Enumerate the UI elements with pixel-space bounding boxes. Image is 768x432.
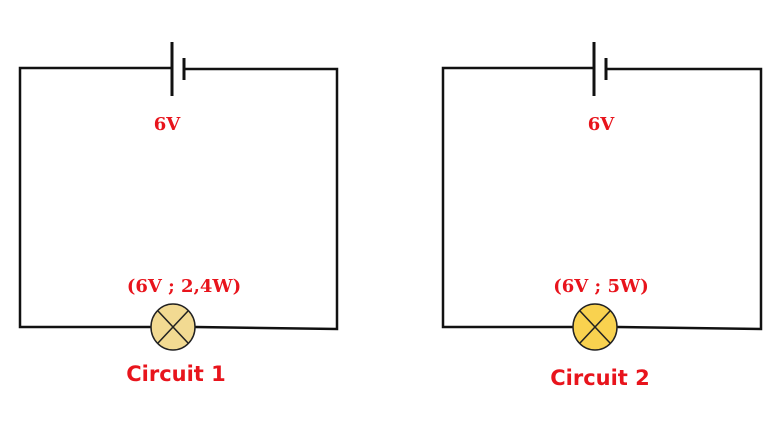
- circuit-1: 6V (6V ; 2,4W) Circuit 1: [18, 42, 339, 386]
- circuit-1-title: Circuit 1: [126, 362, 226, 386]
- circuit-1-lamp-icon: [150, 303, 196, 351]
- circuit-2-wire: [441, 66, 763, 331]
- circuit-1-battery-label: 6V: [154, 114, 182, 135]
- circuit-2-lamp-icon: [572, 303, 618, 351]
- circuit-1-wire: [18, 66, 339, 331]
- circuit-2-battery-icon: [592, 42, 608, 96]
- circuit-2: 6V (6V ; 5W) Circuit 2: [441, 42, 763, 390]
- circuit-1-battery-icon: [170, 42, 186, 96]
- circuit-2-title: Circuit 2: [550, 366, 650, 390]
- circuit-1-lamp-rating: (6V ; 2,4W): [127, 276, 241, 297]
- circuit-2-lamp-rating: (6V ; 5W): [553, 276, 648, 297]
- circuit-2-battery-label: 6V: [588, 114, 616, 135]
